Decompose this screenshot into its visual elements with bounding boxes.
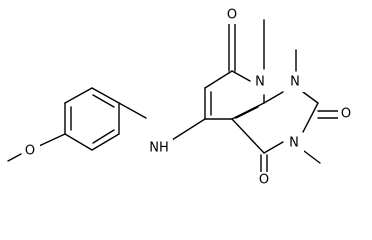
atom-nh: NH <box>145 139 173 157</box>
atom-o-methoxy: O <box>22 142 40 160</box>
bond-bz-3 <box>91 87 120 104</box>
bond-c8a-c4a <box>231 102 265 120</box>
bond-n3-c4 <box>263 141 284 154</box>
bond-bz-2 <box>64 87 93 104</box>
bond-c8a-n1 <box>263 91 284 104</box>
atom-o-top: O <box>224 6 242 24</box>
atom-n8: N <box>251 72 269 92</box>
bond-bz-3-inner <box>92 94 115 108</box>
bond-bz-5 <box>91 133 120 151</box>
atom-label-n3: N <box>289 136 299 151</box>
bond-methyl-o <box>7 153 22 162</box>
atom-label-o-c4: O <box>259 173 269 188</box>
atom-label-n8: N <box>255 75 265 90</box>
molecule-diagram: O NH O N N O N O <box>7 6 356 189</box>
atom-o-c2: O <box>338 105 356 123</box>
bond-bz-5-inner <box>92 129 115 144</box>
atom-n1: N <box>285 72 305 92</box>
atom-label-o-c2: O <box>341 107 351 122</box>
bond-c6-c7 <box>204 70 233 89</box>
bond-c7-n8 <box>231 70 251 82</box>
bond-bz-6 <box>64 133 93 151</box>
atom-label-n1: N <box>290 75 300 90</box>
atom-label-o-methoxy: O <box>25 144 35 159</box>
structure-canvas: O NH O N N O N O <box>7 6 356 189</box>
bond-o-benzene <box>38 133 66 147</box>
bond-c8a-c4a-inner <box>235 106 259 119</box>
bond-nh-c5 <box>171 118 206 141</box>
bonds <box>7 19 341 175</box>
atom-label-nh: NH <box>149 141 169 156</box>
atom-n3: N <box>284 133 304 153</box>
bond-c4-c4a <box>231 118 265 154</box>
bond-bz-nh <box>118 102 147 119</box>
atom-o-c4: O <box>255 172 273 189</box>
atom-label-o-top: O <box>227 8 237 23</box>
bond-c2-n3 <box>302 102 319 133</box>
atom-labels: O NH O N N O N O <box>22 6 356 189</box>
bond-n1-c2 <box>302 91 319 104</box>
